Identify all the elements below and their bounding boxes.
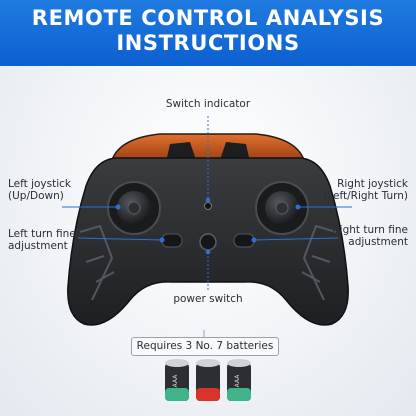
title-banner: REMOTE CONTROL ANALYSIS INSTRUCTIONS [0,0,416,66]
label-power-switch: power switch [173,293,243,305]
battery-group: AAA AAA [165,359,251,401]
battery-3: AAA [227,359,251,401]
label-right-fine-title: Right turn fine [332,224,408,236]
battery-note: Requires 3 No. 7 batteries [136,340,274,352]
label-left-fine-sub: adjustment [8,240,68,252]
label-right-joystick-sub: (Left/Right Turn) [323,190,408,202]
label-left-fine: Left turn fine adjustment [8,228,76,252]
title-line-1: REMOTE CONTROL ANALYSIS [31,6,385,30]
label-left-joystick-sub: (Up/Down) [8,190,64,202]
callout-left-fine [77,237,163,241]
battery-1: AAA [165,359,189,401]
bumper-cap-left [166,142,196,162]
svg-text:AAA: AAA [234,374,241,388]
battery-note-box: Requires 3 No. 7 batteries [131,337,279,356]
label-right-fine-sub: adjustment [348,236,408,248]
label-right-fine: Right turn fine adjustment [332,224,408,248]
label-left-joystick: Left joystick (Up/Down) [8,178,71,202]
label-right-joystick: Right joystick (Left/Right Turn) [323,178,408,202]
grip-lines-right [301,224,337,301]
power-button [199,233,217,251]
label-right-joystick-title: Right joystick [337,178,408,190]
label-left-fine-title: Left turn fine [8,228,76,240]
left-trim-button [161,233,183,248]
battery-2 [196,359,220,401]
bumper-cap-right [220,142,250,162]
svg-text:AAA: AAA [172,374,179,388]
callout-right-fine [253,237,339,241]
switch-indicator-light [204,202,212,210]
label-switch-indicator: Switch indicator [165,98,251,110]
right-trim-button [233,233,255,248]
label-left-joystick-title: Left joystick [8,178,72,190]
grip-lines-left [79,224,115,301]
title-line-2: INSTRUCTIONS [116,31,300,55]
